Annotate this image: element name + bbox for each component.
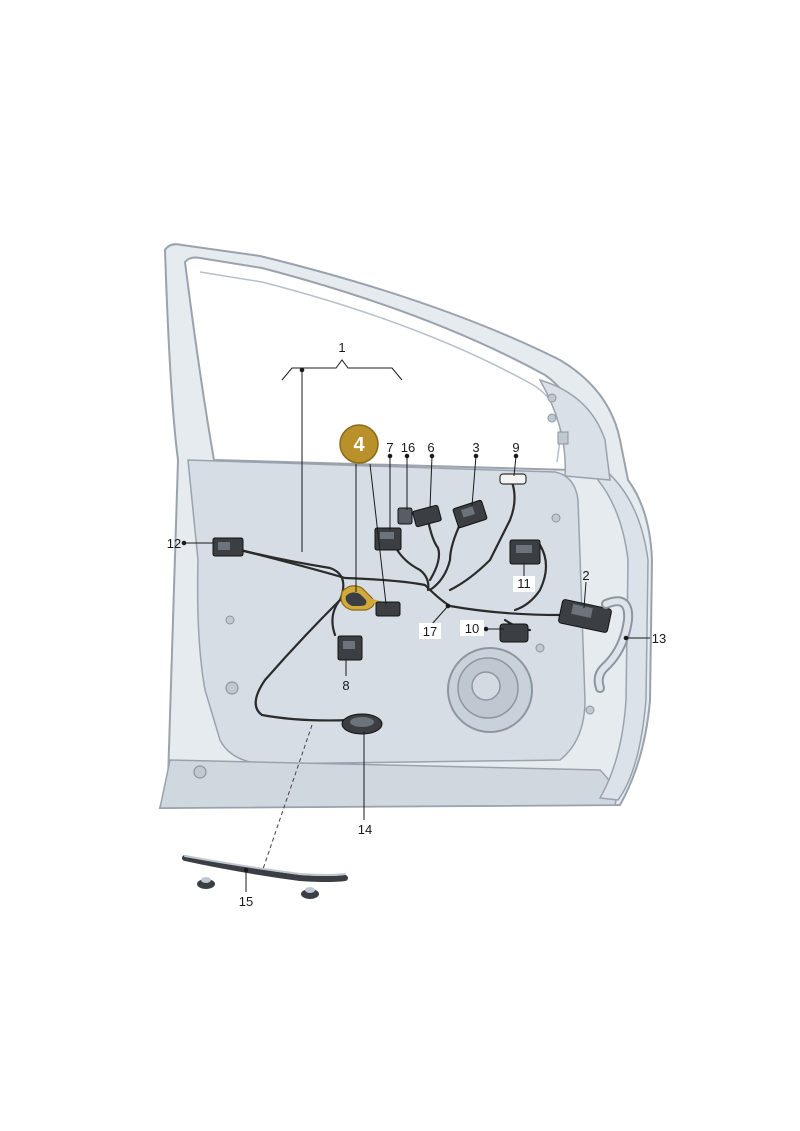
harness-branch-8 — [331, 598, 342, 637]
mounting-hole — [225, 615, 235, 625]
label-8: 8 — [342, 678, 349, 693]
sill-strip-15 — [182, 855, 348, 899]
label-12: 12 — [167, 536, 181, 551]
leader-lines — [181, 359, 650, 892]
part-labels: 1 7 16 6 3 9 12 11 2 13 17 10 8 14 15 — [167, 340, 666, 909]
connector-11 — [509, 539, 541, 565]
mounting-hole — [193, 765, 207, 779]
wiring-harness — [230, 480, 580, 722]
connector-16 — [397, 507, 413, 525]
harness-branch-9 — [448, 480, 516, 592]
mounting-hole — [551, 513, 561, 523]
harness-main-loop — [230, 546, 352, 722]
leader-2 — [583, 581, 587, 609]
label-6: 6 — [427, 440, 434, 455]
label-17-box — [419, 623, 441, 639]
label-13: 13 — [652, 631, 666, 646]
door-lock-2 — [558, 599, 612, 633]
label-11-box — [513, 576, 535, 592]
label-10: 10 — [465, 621, 479, 636]
door-edge — [597, 468, 649, 801]
mounting-hole — [585, 705, 595, 715]
label-10-box — [460, 620, 484, 636]
mounting-hole — [225, 681, 239, 695]
mirror-mount-slot — [557, 431, 569, 445]
leader-6 — [429, 455, 433, 509]
label-1: 1 — [338, 340, 345, 355]
label-14: 14 — [358, 822, 372, 837]
components — [182, 473, 634, 899]
mounting-hole — [547, 393, 557, 403]
leader-17 — [431, 605, 449, 625]
connector-8 — [337, 635, 363, 661]
highlight-badge-4[interactable]: 4 — [339, 424, 379, 464]
leader-3 — [471, 455, 477, 507]
label-7: 7 — [386, 440, 393, 455]
window-opening — [183, 256, 578, 472]
bracket-1 — [281, 359, 403, 381]
label-15: 15 — [239, 894, 253, 909]
label-9: 9 — [512, 440, 519, 455]
component-4-highlighted — [340, 585, 385, 611]
connector-3 — [452, 499, 488, 529]
connector-12 — [212, 537, 244, 557]
leader-9 — [513, 455, 517, 477]
mirror-sail — [538, 378, 611, 481]
bowden-cable-13 — [593, 596, 634, 693]
connector-4b — [375, 601, 401, 617]
label-3: 3 — [472, 440, 479, 455]
door-illustration — [158, 243, 654, 810]
harness-branch-11 — [513, 543, 548, 612]
harness-branch-6 — [426, 518, 441, 582]
connector-9 — [499, 473, 527, 485]
mounting-hole — [547, 413, 557, 423]
connector-7 — [374, 527, 402, 551]
harness-upper-run — [230, 546, 580, 617]
label-16: 16 — [401, 440, 415, 455]
label-2: 2 — [582, 568, 589, 583]
mounting-hole — [535, 643, 545, 653]
speaker-cone — [471, 671, 501, 701]
leader-dashed-15 — [261, 724, 313, 873]
harness-branch-3 — [428, 518, 464, 592]
leader-4b — [369, 463, 387, 605]
badge-circle — [339, 424, 379, 464]
harness-branch-7 — [390, 538, 430, 592]
label-17: 17 — [423, 624, 437, 639]
badge-label: 4 — [353, 434, 365, 456]
connector-10 — [499, 623, 529, 643]
grommet-14 — [341, 713, 383, 735]
connector-6 — [412, 504, 442, 528]
label-11: 11 — [517, 576, 531, 591]
